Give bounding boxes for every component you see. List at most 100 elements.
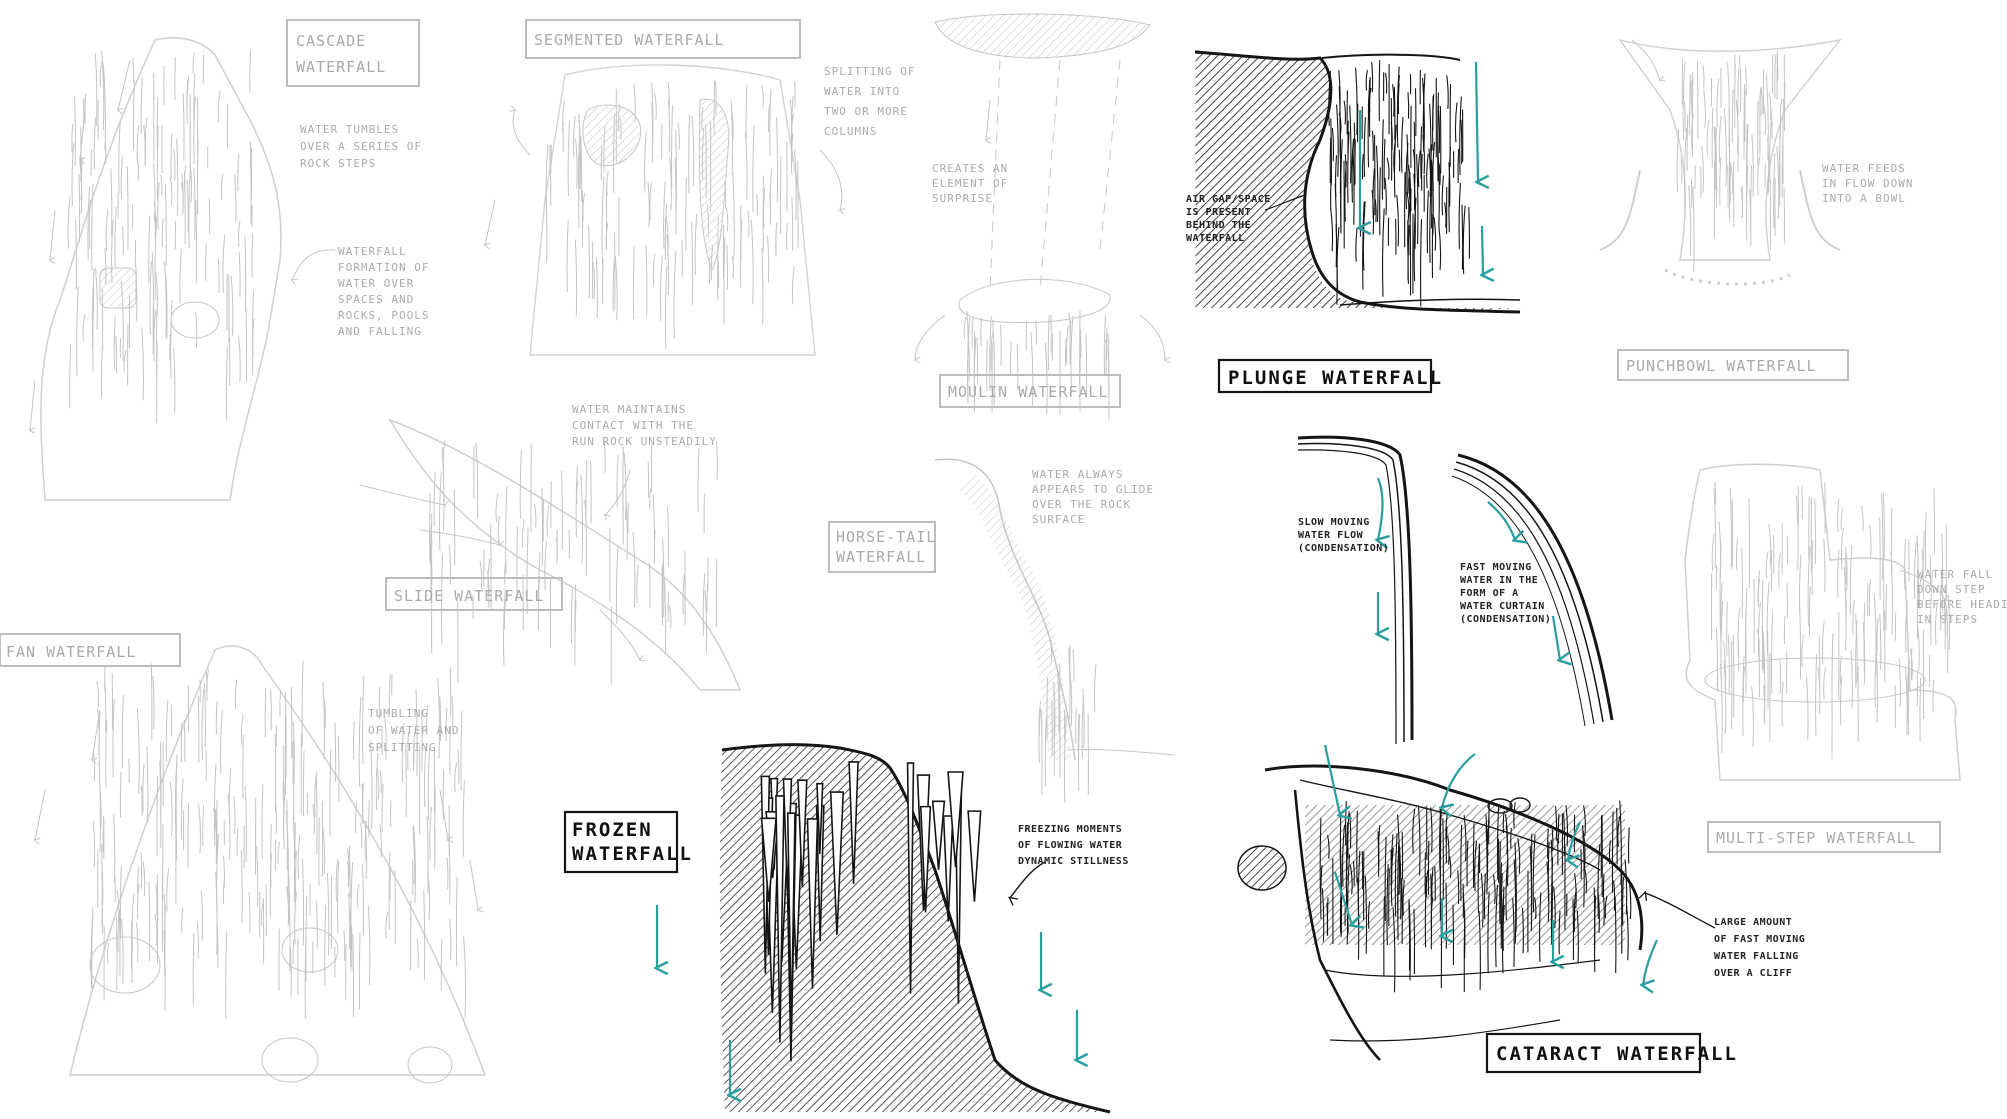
water-streak bbox=[141, 77, 142, 133]
water-streak bbox=[1712, 108, 1713, 168]
water-streak bbox=[547, 505, 549, 537]
water-streak bbox=[189, 169, 191, 248]
moulin-waterfall-sketch: MOULIN WATERFALL CREATES ANELEMENT OFSUR… bbox=[915, 14, 1165, 420]
water-streak bbox=[441, 939, 442, 990]
water-streak bbox=[406, 745, 407, 818]
water-streak bbox=[188, 802, 189, 867]
water-streak bbox=[1880, 518, 1881, 601]
water-streak bbox=[1332, 128, 1333, 161]
water-streak bbox=[174, 149, 175, 180]
fan-note: TUMBLINGOF WATER ANDSPLITTING bbox=[368, 707, 459, 754]
water-streak bbox=[1880, 614, 1881, 670]
water-streak bbox=[1752, 686, 1754, 747]
water-streak bbox=[1379, 60, 1380, 121]
water-streak bbox=[1383, 208, 1385, 296]
water-streak bbox=[1732, 89, 1733, 143]
water-streak bbox=[1366, 70, 1367, 90]
water-streak bbox=[1702, 146, 1704, 193]
water-streak bbox=[1838, 550, 1839, 598]
water-streak bbox=[93, 750, 95, 781]
water-streak bbox=[1920, 678, 1921, 742]
water-streak bbox=[1800, 555, 1801, 614]
frozen-note: FREEZING MOMENTSOF FLOWING WATERDYNAMIC … bbox=[1018, 824, 1129, 867]
water-streak bbox=[1761, 87, 1762, 116]
water-streak bbox=[158, 183, 159, 230]
water-streak bbox=[1445, 202, 1446, 227]
water-streak bbox=[132, 894, 134, 953]
water-streak bbox=[113, 699, 114, 777]
punchbowl-waterfall-drawing bbox=[1600, 40, 1840, 284]
water-streak bbox=[302, 859, 303, 946]
water-streak bbox=[1439, 226, 1441, 270]
cataract-waterfall-sketch: CATARACT WATERFALL LARGE AMOUNTOF FAST M… bbox=[1238, 745, 1805, 1072]
water-streak bbox=[1689, 186, 1691, 256]
water-streak bbox=[1362, 851, 1363, 889]
label-line: WATER OVER bbox=[338, 277, 414, 290]
water-streak bbox=[171, 134, 172, 178]
water-streak bbox=[1402, 117, 1403, 173]
label-line: SPLITTING OF bbox=[824, 65, 915, 78]
label-line: (CONDENSATION) bbox=[1298, 543, 1389, 554]
water-streak bbox=[1080, 336, 1081, 359]
frozen-waterfall-sketch: FROZENWATERFALL FREEZING MOMENTSOF FLOWI… bbox=[565, 745, 1129, 1112]
water-streak bbox=[83, 315, 85, 341]
water-streak bbox=[768, 236, 769, 283]
water-streak bbox=[1418, 150, 1420, 187]
water-streak bbox=[1511, 828, 1512, 849]
water-streak bbox=[686, 177, 687, 251]
water-streak bbox=[748, 211, 749, 238]
water-streak bbox=[102, 51, 104, 130]
water-streak bbox=[243, 735, 244, 798]
water-streak bbox=[1730, 162, 1731, 203]
water-streak bbox=[376, 753, 378, 810]
water-streak bbox=[1104, 316, 1105, 376]
label-line: SURPRISE bbox=[932, 192, 993, 205]
water-streak bbox=[1769, 524, 1771, 565]
curtain-note-left: SLOW MOVINGWATER FLOW(CONDENSATION) bbox=[1298, 517, 1389, 554]
water-streak bbox=[216, 701, 217, 734]
water-streak bbox=[1730, 488, 1731, 569]
water-streak bbox=[434, 472, 435, 527]
water-streak bbox=[480, 561, 482, 589]
water-streak bbox=[615, 256, 617, 321]
label-line: CASCADE bbox=[296, 32, 366, 50]
water-streak bbox=[250, 141, 251, 223]
punchbowl-waterfall-sketch: PUNCHBOWL WATERFALL WATER FEEDSIN FLOW D… bbox=[1600, 40, 1913, 380]
segmented-waterfall-sketch: SEGMENTED WATERFALL SPLITTING OFWATER IN… bbox=[485, 20, 915, 355]
water-streak bbox=[1777, 146, 1779, 219]
water-streak bbox=[689, 115, 690, 194]
water-streak bbox=[335, 723, 336, 782]
water-streak bbox=[972, 317, 973, 348]
water-streak bbox=[534, 504, 536, 528]
label-line: OVER A CLIFF bbox=[1714, 968, 1792, 979]
water-streak bbox=[456, 877, 457, 967]
water-streak bbox=[1853, 600, 1854, 635]
water-streak bbox=[359, 933, 360, 1010]
label-line: SPACES AND bbox=[338, 293, 414, 306]
water-streak bbox=[75, 97, 76, 167]
water-streak bbox=[1372, 131, 1373, 161]
water-streak bbox=[463, 780, 464, 856]
water-streak bbox=[221, 174, 222, 200]
water-streak bbox=[291, 687, 292, 759]
water-streak bbox=[245, 236, 246, 311]
label-line: SPLITTING bbox=[368, 741, 437, 754]
moulin-waterfall-drawing bbox=[915, 14, 1165, 420]
water-streak bbox=[1048, 315, 1049, 370]
water-streak bbox=[683, 574, 684, 614]
label-line: WATERFALL bbox=[1186, 233, 1245, 244]
water-streak bbox=[1731, 165, 1733, 194]
label-line: MOULIN WATERFALL bbox=[948, 383, 1109, 401]
water-streak bbox=[137, 922, 138, 962]
water-streak bbox=[1461, 120, 1462, 164]
water-streak bbox=[1864, 603, 1865, 664]
fan-label: FAN WATERFALL bbox=[6, 643, 136, 661]
water-streak bbox=[1883, 552, 1884, 630]
water-streak bbox=[133, 58, 134, 82]
segmented-note: SPLITTING OFWATER INTOTWO OR MORECOLUMNS bbox=[824, 65, 915, 138]
water-streak bbox=[1372, 62, 1373, 92]
water-streak bbox=[231, 276, 233, 336]
water-streak bbox=[359, 698, 361, 787]
label-line: IS PRESENT bbox=[1186, 207, 1251, 218]
slide-water-streaks bbox=[430, 440, 718, 684]
